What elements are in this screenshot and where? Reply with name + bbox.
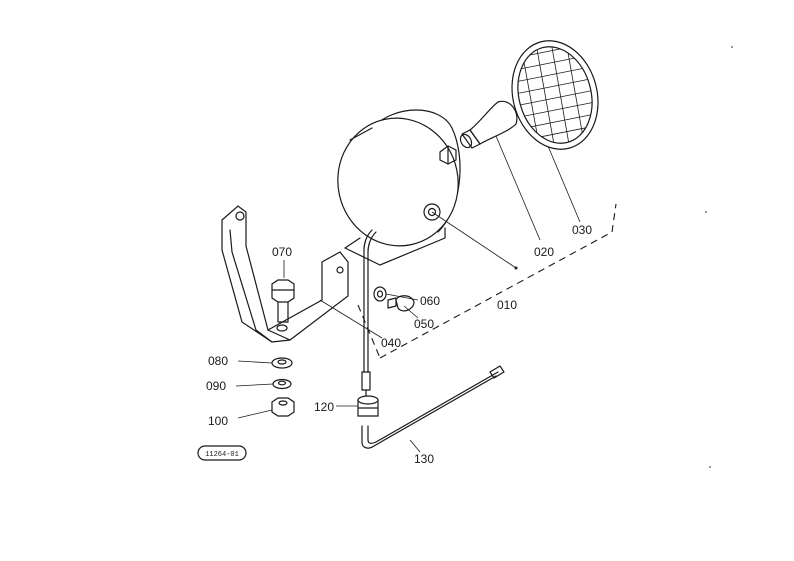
label-050: 050	[414, 317, 434, 331]
wire-harness	[361, 229, 377, 397]
washer-080	[271, 357, 293, 369]
lens-grille	[507, 38, 603, 151]
lock-washer-090	[272, 378, 292, 390]
label-080: 080	[208, 354, 228, 368]
label-130: 130	[414, 452, 434, 466]
label-030: 030	[572, 223, 592, 237]
headlight-housing	[337, 109, 461, 266]
drawing-code-text: 11264-01	[205, 451, 239, 459]
rear-terminal	[439, 145, 457, 165]
bolt-070	[271, 279, 295, 323]
stay-rod-130	[361, 365, 505, 449]
label-010: 010	[497, 298, 517, 312]
washer-060	[373, 286, 387, 302]
label-040: 040	[381, 336, 401, 350]
label-060: 060	[420, 294, 440, 308]
label-120: 120	[314, 400, 334, 414]
label-070: 070	[272, 245, 292, 259]
part-labels: 010 020 030 040 050 060 070 080 090 100 …	[206, 223, 592, 466]
grommet-120	[357, 395, 379, 417]
speck	[709, 466, 711, 468]
screw-050	[387, 295, 415, 312]
label-100: 100	[208, 414, 228, 428]
assembly-dashed-outline	[357, 203, 617, 359]
drawing-code-badge: 11264-01	[197, 445, 247, 461]
speck	[705, 211, 707, 213]
label-090: 090	[206, 379, 226, 393]
leader-lines	[235, 135, 581, 453]
nut-100	[271, 397, 295, 417]
label-020: 020	[534, 245, 554, 259]
mounting-bracket	[221, 205, 349, 343]
speck	[731, 46, 733, 48]
bulb	[459, 100, 518, 149]
